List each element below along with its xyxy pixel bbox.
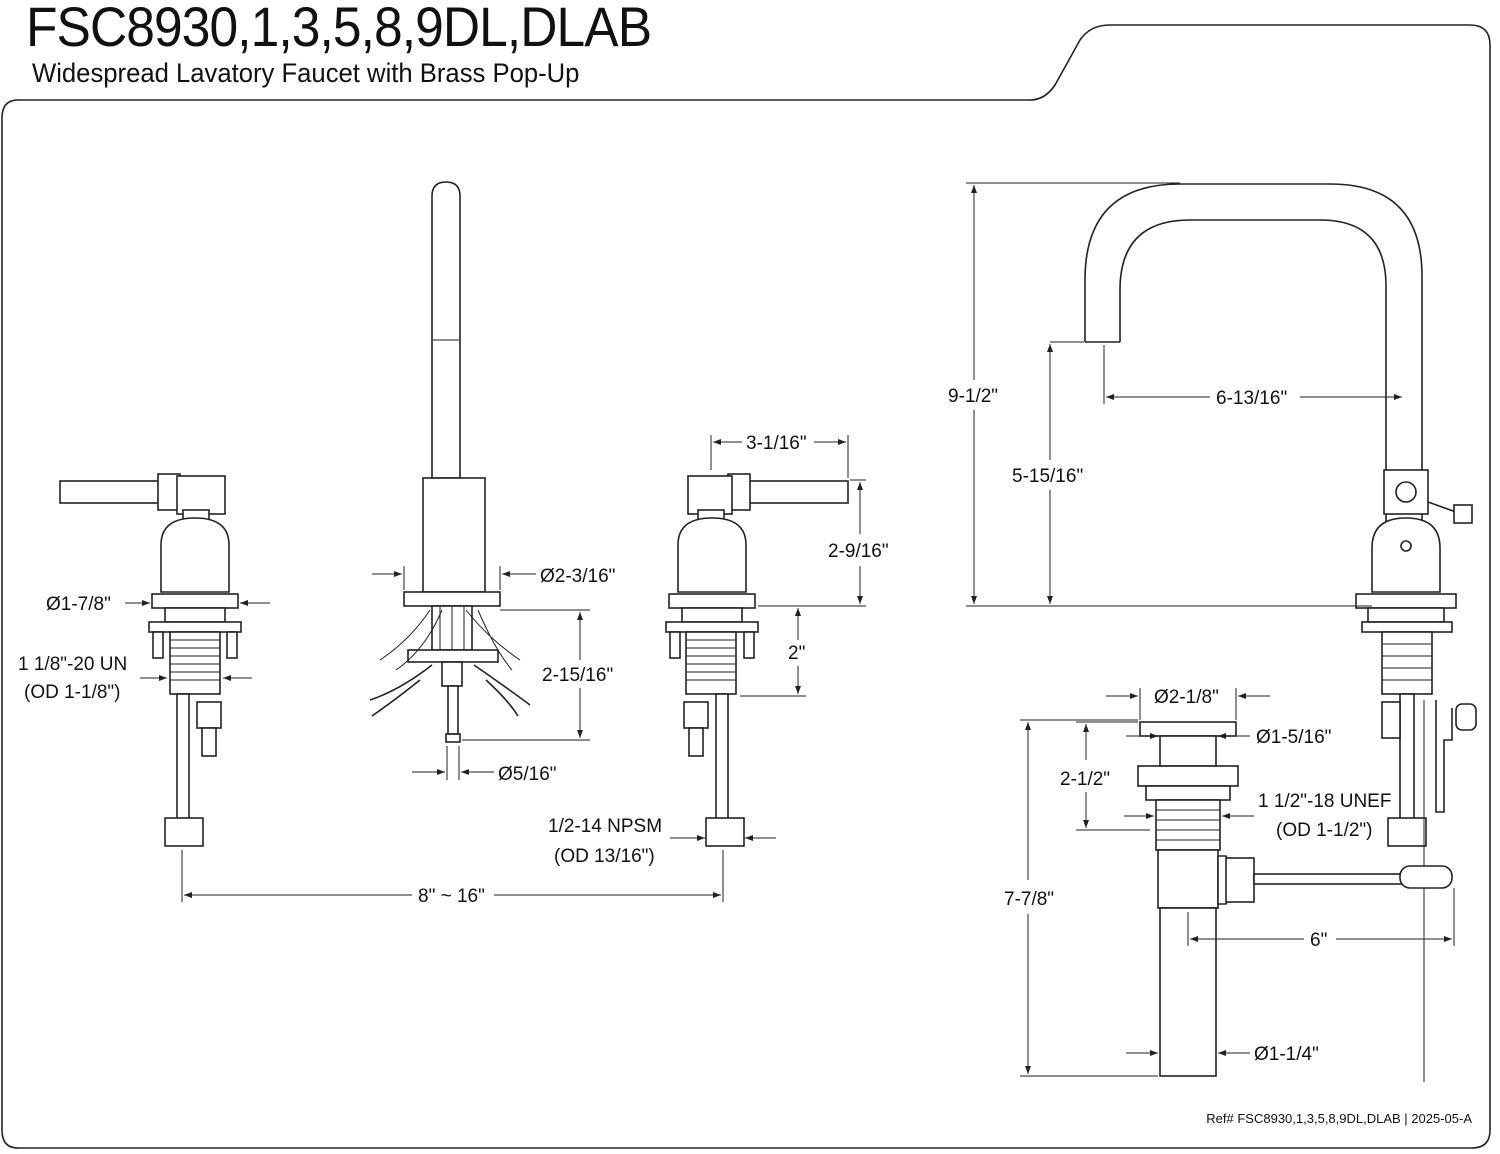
spout-front-drawing	[369, 181, 531, 743]
label-handle-height: 2-9/16"	[828, 541, 889, 562]
label-spout-clearance: 5-15/16"	[1012, 466, 1083, 487]
label-drain-flange-dia: Ø2-1/8"	[1154, 687, 1219, 708]
label-drain-thread: 1 1/2"-18 UNEF	[1258, 791, 1391, 812]
label-supply-thread: 1/2-14 NPSM	[548, 816, 662, 837]
label-handle-shank-length: 2"	[788, 643, 805, 664]
drain-drawing	[1137, 721, 1453, 1077]
label-drain-top-height: 2-1/2"	[1060, 769, 1110, 790]
label-center-spread: 8" ~ 16"	[418, 886, 485, 907]
dimension-lines	[125, 182, 1455, 1077]
label-tailpiece-dia: Ø1-1/4"	[1254, 1044, 1319, 1065]
label-handle-reach: 3-1/16"	[746, 433, 807, 454]
label-spout-base-dia: Ø2-3/16"	[540, 566, 615, 587]
label-drain-total-height: 7-7/8"	[1004, 889, 1054, 910]
side-view-drawing	[1084, 183, 1477, 1082]
model-title: FSC8930,1,3,5,8,9DL,DLAB	[26, 0, 652, 58]
label-spout-tube-dia: Ø5/16"	[498, 764, 557, 785]
label-handle-thread-od: (OD 1-1/8")	[24, 682, 120, 703]
label-handle-flange-dia: Ø1-7/8"	[46, 594, 111, 615]
label-pivot-rod-length: 6"	[1310, 930, 1327, 951]
label-drain-opening-dia: Ø1-5/16"	[1256, 727, 1331, 748]
product-subtitle: Widespread Lavatory Faucet with Brass Po…	[32, 58, 580, 88]
right-handle-drawing	[665, 473, 849, 847]
dimension-labels: Ø1-7/8" 1 1/8"-20 UN (OD 1-1/8") Ø2-3/16…	[18, 386, 1391, 1065]
label-spout-reach: 6-13/16"	[1216, 388, 1287, 409]
reference-code: Ref# FSC8930,1,3,5,8,9DL,DLAB | 2025-05-…	[1206, 1111, 1472, 1126]
left-handle-drawing	[59, 473, 242, 847]
label-handle-thread: 1 1/8"-20 UN	[18, 654, 127, 675]
label-overall-height: 9-1/2"	[948, 386, 998, 407]
label-supply-thread-od: (OD 13/16")	[554, 846, 655, 867]
drawing-frame	[1, 24, 1491, 1149]
label-drain-thread-od: (OD 1-1/2")	[1276, 820, 1372, 841]
label-spout-shank-length: 2-15/16"	[542, 665, 613, 686]
